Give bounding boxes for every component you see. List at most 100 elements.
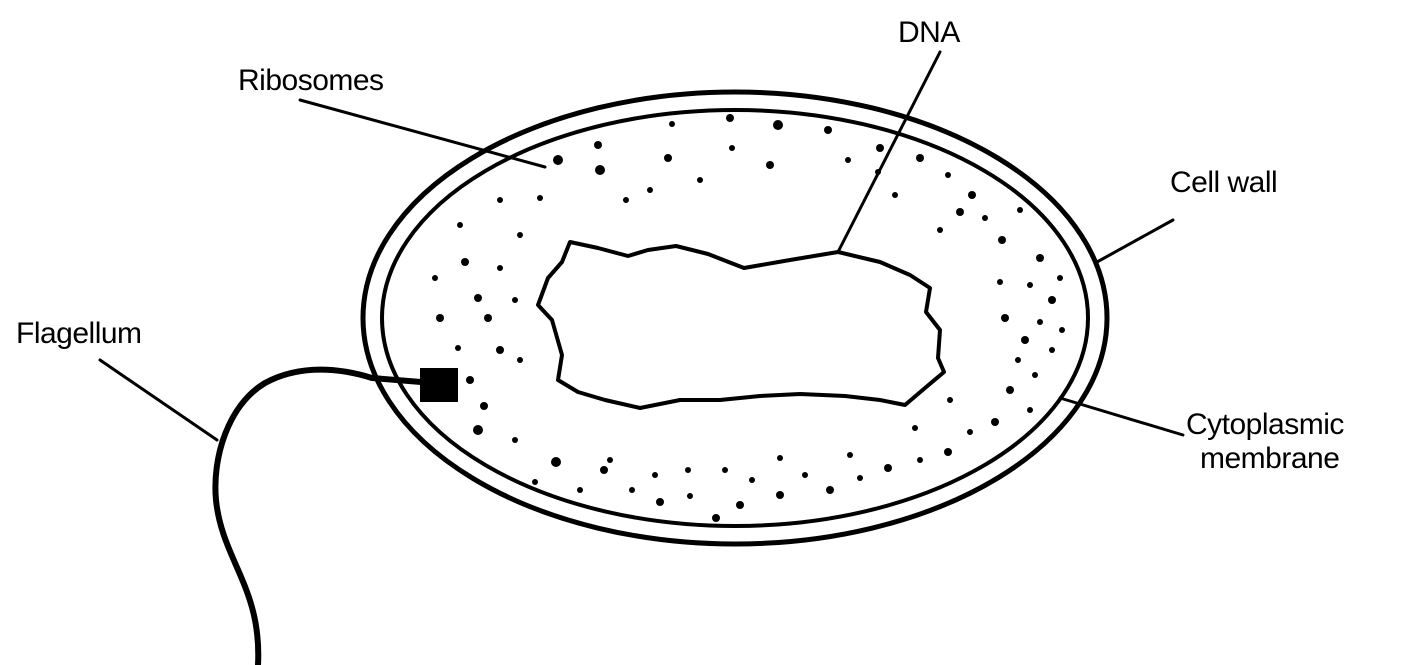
ribosome-dot	[912, 425, 918, 431]
ribosome-dot	[553, 155, 563, 165]
ribosome-dot	[532, 479, 538, 485]
ribosome-dot	[729, 145, 735, 151]
ribosome-dot	[480, 402, 488, 410]
ribosome-dot	[457, 222, 463, 228]
ribosome-dot	[1001, 314, 1009, 322]
ribosome-dot	[607, 457, 613, 463]
ribosome-dot	[956, 208, 964, 216]
flagellum-leader-line	[100, 360, 217, 440]
ribosome-dot	[1017, 207, 1023, 213]
ribosome-dot	[824, 126, 832, 134]
ribosome-dot	[945, 172, 951, 178]
ribosome-dot	[982, 215, 988, 221]
ribosome-dot	[876, 144, 884, 152]
ribosomes-leader-line	[300, 100, 545, 167]
ribosome-dot	[845, 157, 851, 163]
ribosome-dot	[1048, 296, 1056, 304]
cell-wall-outline	[363, 92, 1107, 544]
ribosome-dot	[944, 448, 952, 456]
dna-leader-line	[838, 52, 940, 252]
ribosome-dot	[1049, 347, 1055, 353]
ribosomes-label: Ribosomes	[238, 64, 384, 97]
ribosome-dot	[766, 161, 774, 169]
flagellum-hook	[372, 378, 421, 382]
ribosome-dot	[857, 475, 863, 481]
ribosome-dot	[455, 345, 461, 351]
ribosome-dot	[916, 154, 924, 162]
ribosome-dot	[474, 294, 482, 302]
ribosome-dot	[497, 265, 503, 271]
ribosome-dot	[847, 452, 853, 458]
ribosome-dot	[484, 314, 492, 322]
ribosome-dot	[647, 187, 653, 193]
ribosome-dot	[473, 425, 483, 435]
ribosome-dot	[512, 297, 518, 303]
ribosome-dot	[687, 493, 693, 499]
ribosome-dot	[600, 466, 608, 474]
ribosome-dot	[777, 455, 783, 461]
ribosome-dot	[685, 467, 691, 473]
ribosome-dot	[517, 357, 523, 363]
ribosome-dot	[712, 514, 720, 522]
ribosome-dot	[1057, 275, 1063, 281]
ribosome-dot	[512, 437, 518, 443]
ribosome-dot	[826, 486, 834, 494]
ribosome-dot	[461, 258, 469, 266]
ribosome-dot	[968, 191, 976, 199]
dna-label: DNA	[898, 16, 960, 49]
ribosome-dot	[1006, 386, 1014, 394]
ribosome-dot	[967, 429, 973, 435]
ribosome-dot	[726, 114, 734, 122]
ribosome-dot	[991, 418, 999, 426]
ribosome-dot	[537, 195, 543, 201]
ribosome-dot	[595, 165, 605, 175]
ribosome-dot	[892, 192, 898, 198]
ribosome-dot	[1015, 357, 1021, 363]
ribosome-dot	[773, 120, 783, 130]
ribosome-dot	[1021, 336, 1029, 344]
ribosome-dot	[749, 477, 755, 483]
ribosome-dot	[736, 501, 744, 509]
cell-wall-label: Cell wall	[1170, 166, 1277, 199]
flagellum-basal-body	[420, 368, 458, 402]
ribosome-dot	[776, 491, 784, 499]
ribosome-dot	[947, 397, 953, 403]
ribosome-dot	[669, 121, 675, 127]
flagellum-label: Flagellum	[16, 317, 142, 350]
ribosome-dot	[577, 487, 583, 493]
cytoplasmic-membrane-label-line2: membrane	[1200, 442, 1339, 475]
ribosome-dots	[432, 114, 1065, 522]
ribosome-dot	[517, 232, 523, 238]
ribosome-dot	[496, 346, 504, 354]
ribosome-dot	[1059, 327, 1065, 333]
ribosome-dot	[1037, 319, 1043, 325]
ribosome-dot	[937, 227, 943, 233]
ribosome-dot	[884, 464, 892, 472]
ribosome-dot	[1027, 407, 1033, 413]
ribosome-dot	[917, 457, 923, 463]
ribosome-dot	[432, 275, 438, 281]
ribosome-dot	[466, 376, 474, 384]
ribosome-dot	[1036, 254, 1044, 262]
ribosome-dot	[1032, 372, 1038, 378]
cell-wall-leader-line	[1097, 220, 1173, 262]
ribosome-dot	[436, 314, 444, 322]
ribosome-dot	[997, 279, 1003, 285]
ribosome-dot	[664, 154, 672, 162]
ribosome-dot	[697, 177, 703, 183]
ribosome-dot	[1027, 282, 1033, 288]
flagellum-filament	[215, 370, 372, 665]
ribosome-dot	[998, 236, 1006, 244]
cytoplasmic-membrane-label-line1: Cytoplasmic	[1186, 408, 1344, 441]
ribosome-dot	[551, 457, 561, 467]
ribosome-dot	[629, 487, 635, 493]
dna-nucleoid	[538, 242, 944, 408]
ribosome-dot	[652, 472, 658, 478]
ribosome-dot	[497, 197, 503, 203]
ribosome-dot	[802, 472, 808, 478]
ribosome-dot	[594, 141, 602, 149]
ribosome-dot	[722, 467, 728, 473]
cytoplasmic-membrane-leader-line	[1060, 398, 1183, 435]
ribosome-dot	[656, 498, 664, 506]
